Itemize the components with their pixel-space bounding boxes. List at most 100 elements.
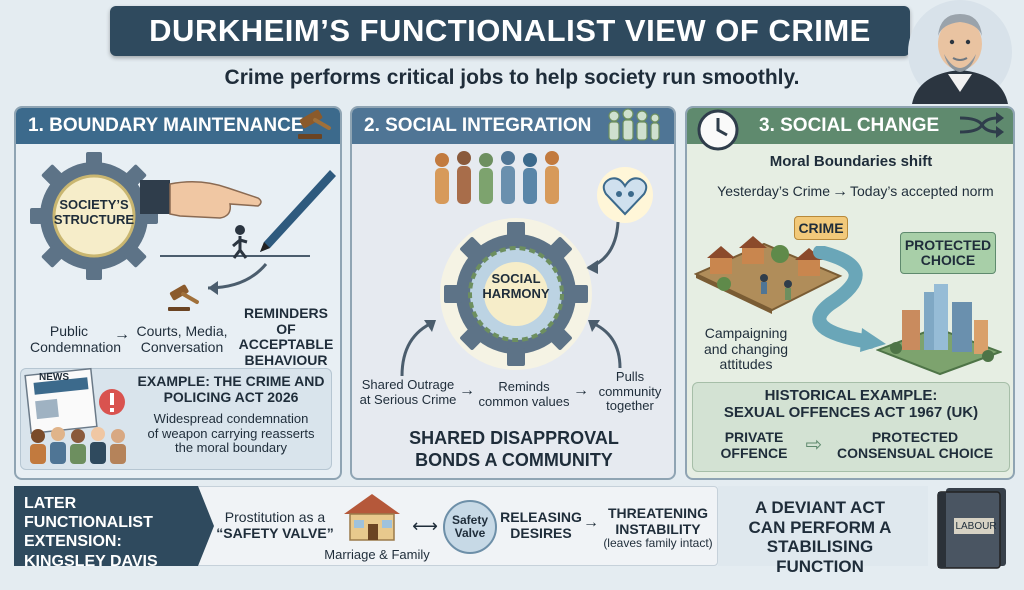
heart-icon	[597, 167, 653, 223]
curved-arrow-icon-2	[586, 221, 620, 274]
curved-arrow-icon	[207, 263, 268, 295]
flow-p2-3a: Pulls	[615, 369, 645, 384]
example-text-2: of weapon carrying reasserts	[147, 425, 315, 441]
newspaper-crowd-icon	[24, 367, 126, 464]
up-arrow-left-icon	[400, 320, 436, 377]
panel-1-title: 1. BOUNDARY MAINTENANCE	[28, 115, 304, 136]
historical-example-box	[692, 382, 1010, 472]
group-people-icon	[608, 108, 660, 141]
social-harmony-gear-icon	[440, 218, 592, 370]
yesterday-label: Yesterday’s Crime	[717, 183, 830, 199]
threatening-label: THREATENING INSTABILITY (leaves family i…	[596, 505, 720, 551]
threat-3: (leaves family intact)	[603, 536, 713, 551]
campaigning-label: Campaigning and changing attitudes	[694, 325, 798, 373]
house-icon	[344, 494, 400, 541]
marriage-family-label: Marriage & Family	[324, 547, 430, 562]
disapproval-2: BONDS A COMMUNITY	[415, 449, 613, 470]
gear-label-line-2: STRUCTURE	[53, 211, 135, 227]
prostitution-label: Prostitution as a “SAFETY VALVE”	[214, 509, 336, 541]
crime-badge: CRIME	[794, 216, 848, 240]
safety-valve-1: Safety	[451, 512, 489, 527]
title-banner: DURKHEIM’S FUNCTIONALIST VIEW OF CRIME	[110, 6, 910, 56]
panel-1-header: 1. BOUNDARY MAINTENANCE	[16, 108, 340, 144]
protected-2: CHOICE	[920, 252, 976, 268]
releasing-desires-label: RELEASING DESIRES	[500, 509, 582, 541]
panel-2-header: 2. SOCIAL INTEGRATION	[352, 108, 674, 144]
releasing-1: RELEASING	[500, 509, 582, 525]
arrow-right-icon-5: ⇨	[805, 434, 823, 456]
prostitution-1: Prostitution as a	[224, 509, 326, 525]
shared-disapproval-label: SHARED DISAPPROVAL BONDS A COMMUNITY	[358, 428, 670, 471]
village-icon	[694, 236, 843, 314]
consensual-2: CONSENSUAL CHOICE	[836, 444, 994, 461]
consensual-1: PROTECTED	[871, 429, 959, 445]
arrow-right-icon: →	[114, 326, 130, 343]
up-arrow-right-icon	[588, 320, 622, 369]
campaign-1: Campaigning	[704, 325, 788, 341]
davis-1: LATER FUNCTIONALIST	[24, 495, 153, 532]
campaign-3: attitudes	[719, 356, 773, 373]
book-icon	[937, 488, 1006, 569]
safety-valve-circle: Safety Valve	[443, 500, 497, 554]
durkheim-portrait	[908, 0, 1012, 104]
clock-icon	[697, 109, 739, 151]
threat-1: THREATENING	[607, 505, 709, 521]
private-offence-label: PRIVATE OFFENCE	[714, 429, 794, 461]
davis-3: KINGSLEY DAVIS (1937)	[24, 552, 158, 589]
shuffle-icon	[959, 112, 1004, 138]
flow-p2-2b: common values	[478, 393, 570, 409]
arrow-right-icon-4: →	[832, 183, 848, 200]
flow-p2-3c: together	[606, 398, 654, 414]
davis-2: EXTENSION:	[24, 533, 122, 551]
example-text: Widespread condemnation of weapon carryi…	[130, 411, 332, 456]
flow-public-condemnation: Public Condemnation	[30, 323, 121, 355]
flow-p2-1a: Shared Outrage	[361, 377, 455, 392]
gavel-icon	[298, 109, 331, 139]
reminders-2: ACCEPTABLE	[238, 336, 334, 353]
flow-reminds: Reminds common values	[474, 379, 574, 409]
harmony-label-1: SOCIAL	[491, 271, 541, 286]
page-title: DURKHEIM’S FUNCTIONALIST VIEW OF CRIME	[149, 13, 871, 48]
panel-3-title: 3. SOCIAL CHANGE	[759, 115, 940, 136]
conclusion-2: CAN PERFORM A	[748, 517, 892, 537]
society-gear-icon	[30, 152, 158, 280]
flow-courts-media: Courts, Media, Conversation	[134, 323, 230, 355]
news-label: NEWS	[39, 372, 69, 383]
conclusion-arrow	[718, 486, 928, 566]
example-title: EXAMPLE: THE CRIME AND POLICING ACT 2026	[134, 373, 328, 405]
big-curved-arrow-icon	[812, 246, 886, 352]
davis-label: LATER FUNCTIONALIST EXTENSION: KINGSLEY …	[14, 486, 214, 566]
flow-2a: Courts, Media,	[136, 323, 228, 339]
flow-pulls-community: Pulls community together	[588, 369, 672, 414]
subtitle: Crime performs critical jobs to help soc…	[224, 66, 800, 89]
arrow-right-icon-2: →	[459, 382, 475, 399]
pointing-hand-icon	[140, 170, 336, 259]
reminders-label: REMINDERS OF ACCEPTABLE BEHAVIOUR	[234, 305, 338, 369]
hist-title-1: HISTORICAL EXAMPLE:	[764, 387, 938, 404]
harmony-label-2: HARMONY	[482, 285, 550, 301]
community-people-icon	[435, 151, 559, 204]
consensual-choice-label: PROTECTED CONSENSUAL CHOICE	[830, 429, 1000, 461]
small-gavel-icon	[168, 284, 199, 311]
reminders-1: REMINDERS OF	[243, 305, 328, 337]
reminders-3: BEHAVIOUR	[244, 352, 328, 369]
arrow-right-icon-6: →	[583, 514, 599, 531]
private-1: PRIVATE	[724, 429, 784, 445]
releasing-2: DESIRES	[510, 524, 572, 541]
example-title-1: EXAMPLE: THE CRIME AND	[137, 373, 325, 389]
prostitution-2: “SAFETY VALVE”	[216, 524, 334, 541]
panel-3-header: 3. SOCIAL CHANGE	[687, 108, 1013, 144]
protected-1: PROTECTED	[904, 236, 992, 253]
flow-p2-1b: at Serious Crime	[359, 391, 457, 407]
city-icon	[876, 284, 1002, 376]
conclusion-3: STABILISING FUNCTION	[766, 537, 874, 576]
gear-label: SOCIETY’S STRUCTURE	[48, 197, 140, 227]
panel-2-title: 2. SOCIAL INTEGRATION	[364, 115, 592, 136]
flow-shared-outrage: Shared Outrage at Serious Crime	[358, 377, 458, 407]
example-title-2: POLICING ACT 2026	[163, 388, 299, 405]
disapproval-1: SHARED DISAPPROVAL	[409, 428, 619, 448]
threat-2: INSTABILITY	[615, 520, 701, 537]
hist-title-2: SEXUAL OFFENCES ACT 1967 (UK)	[723, 403, 979, 421]
arrow-right-icon-3: →	[573, 382, 589, 399]
flow-1a: Public	[49, 323, 89, 339]
